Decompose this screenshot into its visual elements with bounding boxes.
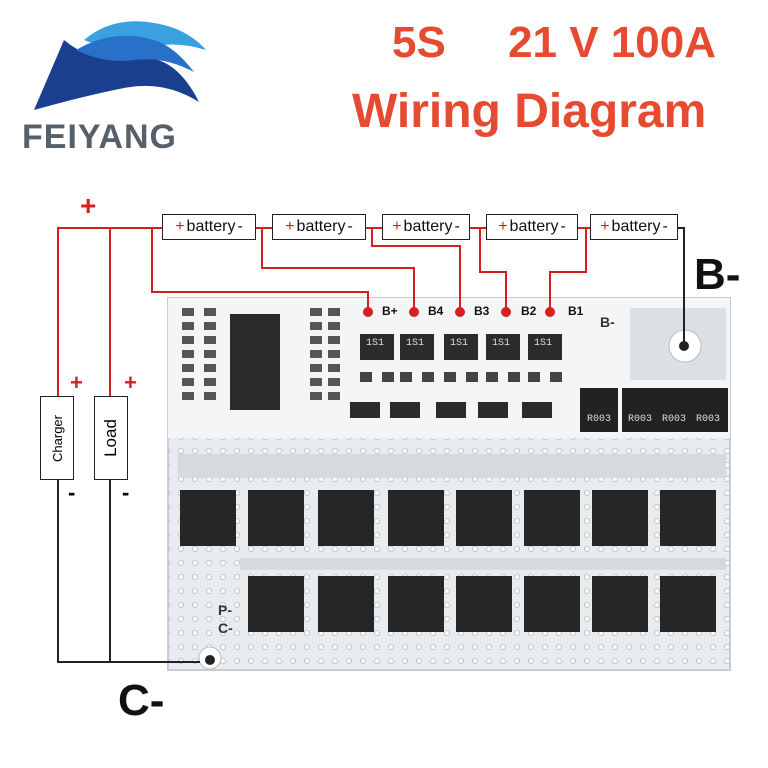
battery-5-plus: + xyxy=(600,218,610,235)
load-plus-label: + xyxy=(124,370,137,395)
b-minus-label: B- xyxy=(694,250,741,299)
load-label: Load xyxy=(101,419,121,457)
battery-2: + battery - xyxy=(272,214,366,240)
load-minus-label: - xyxy=(122,480,130,505)
wire-charger-negative xyxy=(57,478,200,663)
battery-2-label: battery xyxy=(296,218,346,235)
load-box: Load xyxy=(94,396,128,480)
charger-minus-label: - xyxy=(68,480,76,505)
pad-b4 xyxy=(409,307,419,317)
ic-code-5: 1S1 xyxy=(534,338,553,349)
c-minus-label: C- xyxy=(118,676,165,725)
ic-code-3: 1S1 xyxy=(450,338,469,349)
pad-b2 xyxy=(501,307,511,317)
wire-b4 xyxy=(261,228,415,310)
shunt-code-4: R003 xyxy=(696,414,721,425)
wire-b3 xyxy=(371,228,461,310)
battery-1-label: battery xyxy=(186,218,236,235)
mosfet-row-top xyxy=(180,490,716,546)
main-positive-label: + xyxy=(80,190,97,221)
pad-b1 xyxy=(545,307,555,317)
terminal-c-minus-dot xyxy=(205,655,215,665)
bms-pcb-board xyxy=(167,297,731,671)
wire-b2 xyxy=(479,228,507,310)
ic-code-2: 1S1 xyxy=(406,338,425,349)
logo-dark-wave xyxy=(34,40,199,110)
battery-2-minus: - xyxy=(347,218,353,235)
pad-b3 xyxy=(455,307,465,317)
battery-5-label: battery xyxy=(611,218,661,235)
battery-2-plus: + xyxy=(285,218,295,235)
pad-label-b2: B2 xyxy=(521,304,537,318)
lower-trace-top xyxy=(178,454,726,478)
charger-plus-label: + xyxy=(70,370,83,395)
balance-ic-group xyxy=(350,334,562,418)
battery-3-label: battery xyxy=(403,218,453,235)
battery-1-plus: + xyxy=(175,218,185,235)
battery-4: + battery - xyxy=(486,214,578,240)
feiyang-logo xyxy=(34,21,206,110)
mosfet-row-bottom xyxy=(248,576,716,632)
wire-b-minus xyxy=(678,227,685,345)
battery-3-minus: - xyxy=(454,218,460,235)
pcb-label-p-minus: P- xyxy=(218,602,232,618)
pad-label-b-plus: B+ xyxy=(382,304,398,318)
spec-title: 5S 21 V 100A xyxy=(352,18,752,68)
battery-5: + battery - xyxy=(590,214,678,240)
shunt-code-2: R003 xyxy=(628,414,653,425)
charger-label: Charger xyxy=(49,414,65,462)
battery-4-plus: + xyxy=(498,218,508,235)
charger-box: Charger xyxy=(40,396,74,480)
bms-controller-ic xyxy=(230,314,280,410)
lower-trace-bottom xyxy=(240,558,726,570)
pad-label-b4: B4 xyxy=(428,304,444,318)
battery-4-label: battery xyxy=(509,218,559,235)
battery-3: + battery - xyxy=(382,214,470,240)
terminal-b-minus-dot xyxy=(679,341,689,351)
battery-1-minus: - xyxy=(237,218,243,235)
pcb-label-b-minus: B- xyxy=(600,314,615,330)
spec-rating: 21 V 100A xyxy=(508,18,716,67)
left-passives xyxy=(182,308,216,400)
battery-4-minus: - xyxy=(560,218,566,235)
battery-5-minus: - xyxy=(662,218,668,235)
shunt-code-3: R003 xyxy=(662,414,687,425)
wire-b1 xyxy=(549,228,587,310)
pad-label-b1: B1 xyxy=(568,304,584,318)
right-passives xyxy=(310,308,340,400)
shunt-code-1: R003 xyxy=(587,414,612,425)
spec-cells: 5S xyxy=(392,18,446,67)
pcb-label-c-minus: C- xyxy=(218,620,233,636)
logo-accent-wave xyxy=(76,35,194,72)
battery-1: + battery - xyxy=(162,214,256,240)
ic-code-1: 1S1 xyxy=(366,338,385,349)
ic-code-4: 1S1 xyxy=(492,338,511,349)
pad-b-plus xyxy=(363,307,373,317)
brand-name: FEIYANG xyxy=(22,118,178,156)
subtitle: Wiring Diagram xyxy=(352,85,707,138)
wire-bplus xyxy=(151,228,369,310)
battery-3-plus: + xyxy=(392,218,402,235)
wire-main-positive xyxy=(57,227,162,400)
pad-label-b3: B3 xyxy=(474,304,490,318)
shunt-resistors xyxy=(580,388,728,432)
